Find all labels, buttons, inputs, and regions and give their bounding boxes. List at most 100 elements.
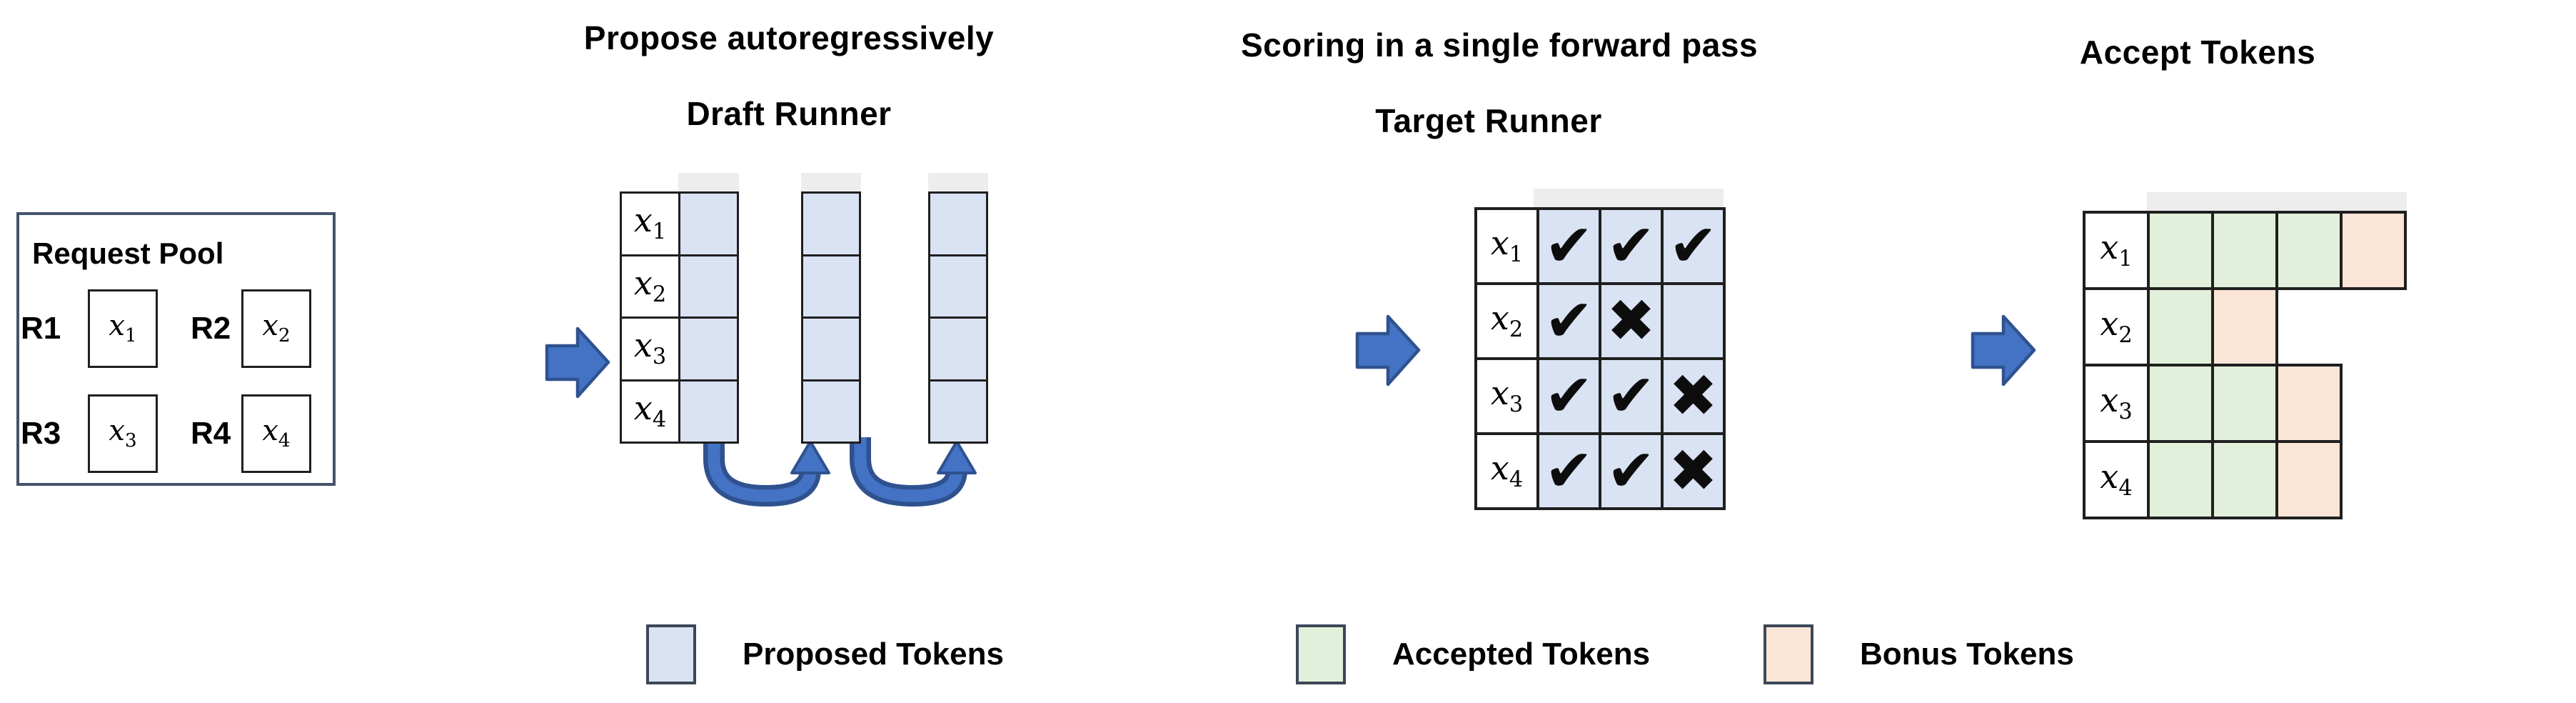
- token-base: x: [1490, 448, 1509, 487]
- legend-swatch-proposed: [646, 624, 696, 684]
- bonus-cell: [2275, 364, 2343, 443]
- legend-swatch-accepted: [1296, 624, 1346, 684]
- bonus-cell: [2211, 287, 2278, 367]
- token-base: x: [633, 388, 653, 427]
- accept-token-cell: x1: [2083, 211, 2150, 290]
- token-label: x1: [2100, 231, 2132, 271]
- score-check-cell: ✔: [1536, 357, 1601, 435]
- score-check-cell: ✔: [1536, 432, 1601, 510]
- token-label: x4: [262, 417, 290, 450]
- token-subscript: 2: [278, 324, 291, 347]
- request-label: R1: [21, 311, 61, 346]
- token-base: x: [2100, 304, 2119, 343]
- token-label: x1: [634, 204, 666, 244]
- token-base: x: [2100, 380, 2119, 419]
- proposed-cell: [801, 191, 861, 256]
- accepted-cell: [2211, 211, 2278, 290]
- proposed-cell: [928, 316, 988, 382]
- accepted-cell: [2147, 364, 2214, 443]
- proposed-cell: [801, 379, 861, 444]
- check-icon: ✔: [1606, 437, 1656, 505]
- token-subscript: 2: [1509, 316, 1524, 342]
- token-subscript: 1: [652, 219, 667, 245]
- token-base: x: [262, 309, 278, 343]
- accept-token-cell: x2: [2083, 287, 2150, 367]
- column-shadow: [1534, 189, 1724, 207]
- legend-label-proposed: Proposed Tokens: [743, 637, 1004, 672]
- draft-token-cell: x2: [620, 254, 680, 319]
- target-section-subtitle: Target Runner: [1375, 102, 1602, 139]
- token-subscript: 3: [1509, 392, 1524, 417]
- request-token-box: x4: [241, 394, 311, 473]
- token-label: x2: [634, 266, 666, 306]
- target-token-cell: x4: [1474, 432, 1539, 510]
- accept-token-cell: x3: [2083, 364, 2150, 443]
- draft-section-title: Propose autoregressively: [583, 19, 995, 56]
- accepted-cell: [2211, 364, 2278, 443]
- check-icon: ✔: [1544, 437, 1594, 505]
- check-icon: ✔: [1606, 211, 1656, 280]
- token-base: x: [2100, 227, 2119, 266]
- proposed-cell: [678, 254, 739, 319]
- target-section-title: Scoring in a single forward pass: [1240, 26, 1759, 64]
- token-base: x: [2100, 457, 2119, 496]
- score-check-cell: ✔: [1536, 282, 1601, 360]
- proposed-cell: [801, 254, 861, 319]
- request-label: R3: [21, 416, 61, 451]
- token-base: x: [1490, 373, 1509, 412]
- flow-arrow-icon: [545, 326, 610, 399]
- draft-token-cell: x4: [620, 379, 680, 444]
- check-icon: ✔: [1544, 286, 1594, 355]
- accept-section-title: Accept Tokens: [2079, 34, 2316, 71]
- cross-icon: ✖: [1606, 286, 1656, 355]
- token-label: x3: [2100, 384, 2132, 424]
- token-subscript: 4: [1509, 467, 1524, 492]
- score-check-cell: ✔: [1599, 432, 1664, 510]
- draft-section-subtitle: Draft Runner: [686, 95, 892, 132]
- token-base: x: [1490, 223, 1509, 262]
- token-base: x: [1490, 298, 1509, 337]
- check-icon: ✔: [1544, 362, 1594, 430]
- column-shadow: [2147, 192, 2407, 211]
- token-base: x: [109, 309, 125, 343]
- proposed-cell: [801, 316, 861, 382]
- token-subscript: 4: [652, 407, 667, 433]
- cross-icon: ✖: [1669, 362, 1718, 430]
- token-label: x4: [1491, 452, 1523, 492]
- score-cross-cell: ✖: [1599, 282, 1664, 360]
- token-subscript: 3: [652, 344, 667, 370]
- legend-label-accepted: Accepted Tokens: [1392, 637, 1651, 672]
- bonus-cell: [2275, 440, 2343, 519]
- token-label: x4: [634, 392, 666, 432]
- proposed-cell: [678, 379, 739, 444]
- request-label: R4: [191, 416, 231, 451]
- loop-arrow-icon: [850, 437, 977, 507]
- draft-token-cell: x1: [620, 191, 680, 256]
- token-base: x: [633, 326, 653, 365]
- proposed-cell: [928, 254, 988, 319]
- score-check-cell: ✔: [1599, 357, 1664, 435]
- check-icon: ✔: [1606, 362, 1656, 430]
- token-base: x: [633, 201, 653, 240]
- proposed-cell: [678, 316, 739, 382]
- token-subscript: 2: [652, 282, 667, 308]
- target-token-cell: x2: [1474, 282, 1539, 360]
- token-base: x: [633, 263, 653, 302]
- flow-arrow-icon: [1971, 314, 2036, 387]
- proposed-cell: [928, 379, 988, 444]
- token-base: x: [109, 414, 125, 448]
- column-shadow: [678, 173, 739, 191]
- proposed-cell: [928, 191, 988, 256]
- token-subscript: 1: [1509, 241, 1524, 267]
- accepted-cell: [2275, 211, 2343, 290]
- token-subscript: 1: [124, 324, 137, 347]
- request-token-box: x2: [241, 289, 311, 368]
- request-token-box: x1: [88, 289, 158, 368]
- proposed-cell: [678, 191, 739, 256]
- target-token-cell: x3: [1474, 357, 1539, 435]
- token-label: x1: [1491, 226, 1523, 266]
- loop-arrow-icon: [703, 437, 830, 507]
- token-subscript: 4: [278, 429, 291, 452]
- target-token-cell: x1: [1474, 207, 1539, 285]
